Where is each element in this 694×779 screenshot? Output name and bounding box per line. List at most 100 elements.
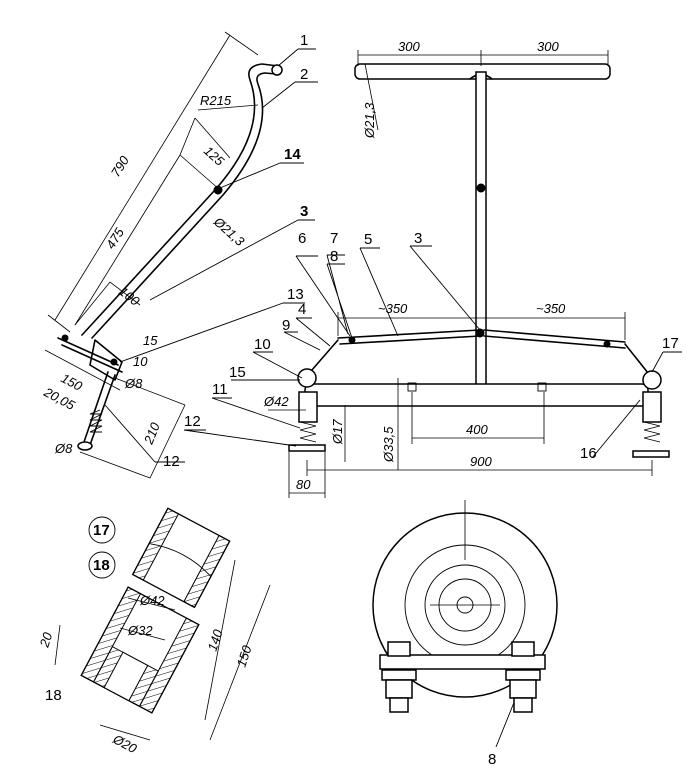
detail-dim-lines	[54, 559, 271, 741]
left-foot	[288, 444, 326, 452]
dim-phi8-lower: Ø8	[54, 441, 73, 456]
dim-300-line	[357, 50, 609, 66]
wheel-hub-ring	[424, 564, 506, 646]
detail-phi42: Ø42	[139, 593, 165, 608]
callout-10: 10	[254, 336, 271, 353]
lower-rod-2	[61, 344, 123, 373]
callout-1: 1	[300, 32, 308, 49]
detail-140: 140	[205, 627, 226, 653]
callout-13: 13	[287, 286, 304, 303]
handle-tube-inner	[91, 72, 277, 339]
callout-7: 7	[330, 230, 338, 247]
dim-400: 400	[466, 422, 488, 437]
detail-phi20: Ø20	[110, 731, 140, 757]
dim-phi42-front: Ø42	[263, 394, 289, 409]
detail-phi32: Ø32	[127, 623, 153, 638]
dim-125-line	[179, 117, 231, 159]
callout-3-side: 3	[300, 203, 308, 220]
dim-r215-leader	[197, 104, 259, 111]
dim-900: 900	[470, 454, 492, 469]
callout-12-side: 12	[163, 453, 180, 470]
detail-18-circle	[88, 551, 116, 579]
base-tube-16	[304, 383, 649, 407]
detail-18-label: 18	[93, 557, 110, 574]
sleeve-18	[80, 586, 200, 714]
callout-12-front: 12	[184, 413, 201, 430]
dim-150-line	[44, 349, 121, 391]
callout-11: 11	[212, 381, 228, 398]
dim-125: 125	[201, 143, 228, 169]
right-leg	[642, 391, 662, 423]
dim-300-right: 300	[537, 39, 559, 54]
bolt-assembly-right	[505, 641, 541, 713]
left-strut	[337, 329, 481, 345]
callout-4: 4	[298, 301, 306, 318]
left-hinge	[297, 368, 317, 388]
wheel-view	[372, 500, 558, 713]
dim-phi17: Ø17	[330, 419, 345, 445]
right-foot	[632, 450, 670, 458]
dim-210: 210	[140, 420, 163, 447]
callout-2: 2	[300, 66, 308, 83]
dim-350-left: ~350	[378, 301, 408, 316]
dim-r215: R215	[200, 93, 232, 108]
left-leg	[298, 391, 318, 423]
leaders	[104, 48, 682, 748]
left-spring	[299, 421, 317, 443]
dim-100-line	[74, 281, 141, 326]
bolt-left	[407, 382, 417, 392]
handle-tube-outer	[81, 63, 279, 336]
spring-column	[83, 371, 116, 446]
joint-right	[603, 340, 611, 348]
dim-phi21-3-side: Ø21,3	[210, 213, 248, 249]
dim-150-side: 150	[59, 370, 86, 394]
dim-phi21-3-front: Ø21,3	[362, 102, 377, 139]
detail-17-18: 17 18 Ø42 Ø32 Ø20 140 150 20	[36, 507, 271, 757]
detail-20: 20	[36, 630, 55, 650]
dim-80-line	[288, 452, 326, 498]
bolt-right	[537, 382, 547, 392]
wheel-centerlines	[430, 500, 500, 606]
lower-rod	[57, 337, 119, 366]
callout-5: 5	[364, 231, 372, 248]
dim-210-line	[79, 377, 186, 479]
right-spring	[643, 421, 661, 443]
callout-17-front: 17	[662, 335, 679, 352]
callout-8-wheel: 8	[488, 751, 496, 768]
clamp-shaft	[476, 183, 486, 193]
dim-350-right: ~350	[536, 301, 566, 316]
handle-end-cap	[271, 64, 283, 76]
pivot-left	[61, 334, 69, 342]
detail-150: 150	[234, 643, 255, 669]
front-view: 300 300 Ø21,3 ~350 ~350 Ø42 Ø17 Ø33,5 40…	[263, 39, 670, 498]
bolt-assembly-left	[381, 641, 417, 713]
dim-790-line	[47, 31, 259, 333]
foot-pad	[77, 441, 93, 451]
dim-400-line	[411, 392, 545, 444]
dim-790: 790	[108, 153, 133, 180]
dim-900-line	[306, 460, 653, 476]
dim-phi213-line	[364, 63, 379, 131]
pivot-13	[110, 358, 118, 366]
spring-coil	[89, 409, 103, 433]
side-view: 790 475 R215 125 Ø21,3 100 15 10 150 20,…	[41, 31, 283, 479]
dim-15: 15	[143, 333, 158, 348]
callout-16: 16	[580, 445, 597, 462]
callout-3-front: 3	[414, 230, 422, 247]
callout-18-detail: 18	[45, 687, 62, 704]
right-hinge	[642, 370, 662, 390]
dim-phi33-5: Ø33,5	[381, 426, 396, 463]
dim-475: 475	[103, 225, 128, 252]
callout-8-top: 8	[330, 248, 338, 265]
sleeve-17	[131, 507, 231, 609]
dim-10: 10	[133, 354, 148, 369]
detail-17-circle	[88, 516, 116, 544]
dim-phi8-upper: Ø8	[124, 376, 143, 391]
hub-3	[475, 328, 485, 338]
dim-80: 80	[296, 477, 311, 492]
dim-300-left: 300	[398, 39, 420, 54]
callout-14: 14	[284, 146, 301, 163]
callout-15: 15	[229, 364, 246, 381]
